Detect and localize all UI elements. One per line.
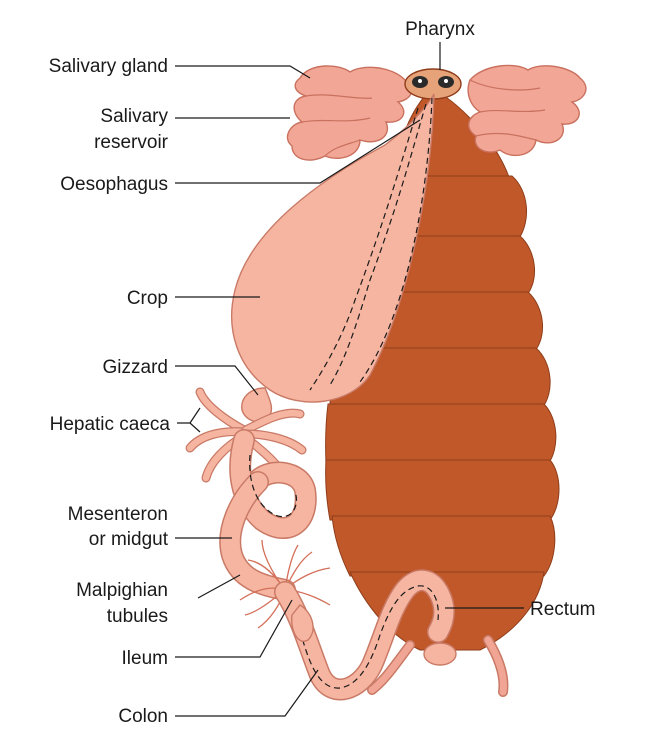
label-mesenteron-line1: Mesenteron [68, 504, 168, 525]
label-malpighian-line1: Malpighian [76, 580, 168, 601]
anal-lobes [424, 643, 456, 665]
leader-malpighian [198, 575, 240, 598]
leader-salivary-gland [175, 66, 310, 78]
label-salivary-reservoir-line2: reservoir [94, 132, 169, 153]
label-oesophagus: Oesophagus [60, 174, 168, 195]
leader-ileum [175, 600, 292, 657]
label-crop: Crop [127, 288, 168, 309]
label-malpighian-line2: tubules [107, 606, 168, 627]
label-hepatic-caeca: Hepatic caeca [50, 414, 171, 435]
label-gizzard: Gizzard [103, 357, 168, 378]
label-ileum: Ileum [122, 648, 168, 669]
salivary-gland-right [468, 65, 586, 155]
leader-gizzard [175, 366, 258, 395]
label-colon: Colon [118, 706, 168, 726]
label-salivary-reservoir-line1: Salivary [100, 106, 168, 127]
leader-hepatic-caeca-2 [190, 423, 200, 432]
label-salivary-gland: Salivary gland [49, 56, 168, 77]
label-pharynx: Pharynx [405, 19, 475, 40]
leader-colon [175, 670, 318, 716]
leader-hepatic-caeca-1 [177, 408, 200, 423]
label-mesenteron-line2: or midgut [89, 529, 169, 550]
label-rectum: Rectum [530, 599, 595, 620]
